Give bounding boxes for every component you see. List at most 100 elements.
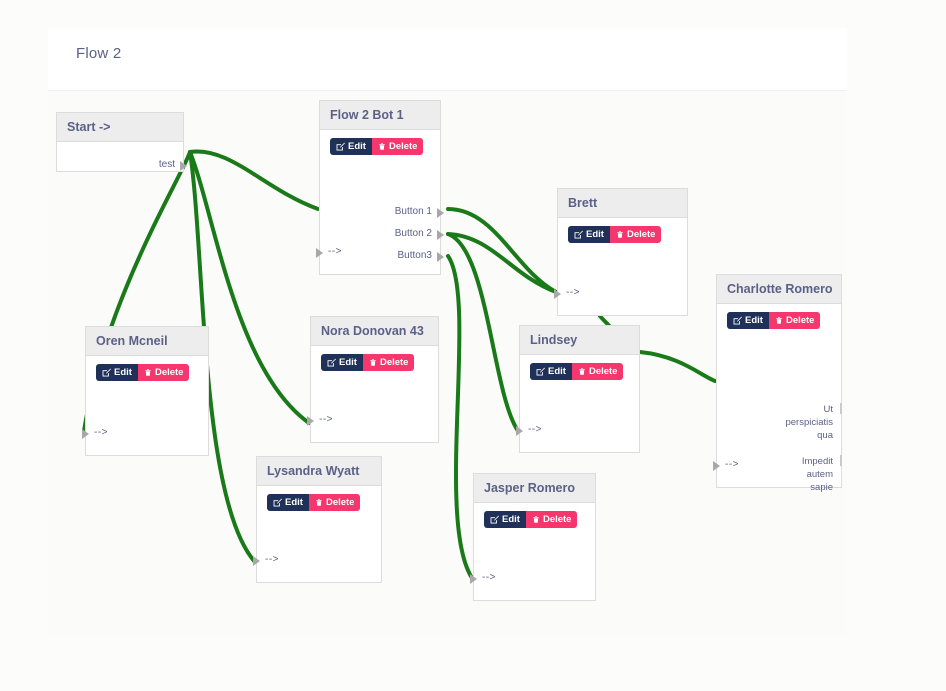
input-port-nora[interactable]: -->	[319, 414, 333, 425]
node-body-jasper: Edit Delete -->	[470, 503, 595, 602]
node-nora[interactable]: Nora Donovan 43 Edit Delete -->	[307, 316, 439, 444]
input-port-marker-lindsey	[516, 426, 523, 436]
trash-icon	[316, 499, 322, 506]
output-port-marker-flow2bot1-2	[437, 230, 444, 240]
input-port-marker-jasper	[470, 574, 477, 584]
delete-button-lysandra[interactable]: Delete	[308, 494, 361, 511]
delete-button-oren[interactable]: Delete	[137, 364, 190, 381]
node-text-line: qua	[817, 430, 833, 441]
input-port-marker-oren	[82, 429, 89, 439]
node-title-start: Start ->	[57, 113, 183, 142]
node-text-line: Ut	[823, 404, 834, 415]
delete-button-flow2bot1[interactable]: Delete	[371, 138, 424, 155]
input-port-marker-lysandra	[253, 556, 260, 566]
node-body-lysandra: Edit Delete -->	[253, 486, 381, 584]
trash-icon	[617, 231, 623, 238]
node-start[interactable]: Start -> test	[56, 112, 187, 173]
edit-label: Edit	[502, 514, 520, 525]
pencil-square-icon	[536, 367, 545, 376]
input-port-oren[interactable]: -->	[94, 427, 108, 438]
edit-button-lindsey[interactable]: Edit	[530, 363, 572, 380]
input-port-marker-flow2bot1	[316, 248, 323, 258]
delete-label: Delete	[588, 366, 618, 377]
delete-label: Delete	[542, 514, 572, 525]
node-title-flow2bot1: Flow 2 Bot 1	[320, 101, 440, 130]
edit-button-charlotte[interactable]: Edit	[727, 312, 769, 329]
node-actions-nora: Edit Delete	[311, 346, 438, 371]
edit-button-lysandra[interactable]: Edit	[267, 494, 309, 511]
delete-button-charlotte[interactable]: Delete	[768, 312, 821, 329]
output-stub-2	[840, 455, 842, 466]
edit-button-jasper[interactable]: Edit	[484, 511, 526, 528]
trash-icon	[533, 516, 539, 523]
node-actions-jasper: Edit Delete	[474, 503, 595, 528]
edit-label: Edit	[348, 141, 366, 152]
delete-label: Delete	[325, 497, 355, 508]
delete-button-brett[interactable]: Delete	[609, 226, 662, 243]
output-port-flow2bot1-2[interactable]: Button 2	[394, 228, 432, 239]
input-port-marker-nora	[307, 416, 314, 426]
edit-label: Edit	[745, 315, 763, 326]
input-port-lindsey[interactable]: -->	[528, 424, 542, 435]
flow-header-bar	[48, 28, 847, 91]
trash-icon	[379, 143, 385, 150]
edit-button-oren[interactable]: Edit	[96, 364, 138, 381]
input-port-lysandra[interactable]: -->	[265, 554, 279, 565]
output-port-start-1[interactable]: test	[158, 159, 175, 170]
output-port-flow2bot1-3[interactable]: Button3	[397, 250, 432, 261]
edit-button-flow2bot1[interactable]: Edit	[330, 138, 372, 155]
delete-button-lindsey[interactable]: Delete	[571, 363, 624, 380]
delete-button-nora[interactable]: Delete	[362, 354, 415, 371]
input-port-charlotte[interactable]: -->	[725, 459, 739, 470]
output-port-marker-start-1	[180, 161, 187, 171]
node-actions-lindsey: Edit Delete	[520, 355, 639, 380]
edit-label: Edit	[339, 357, 357, 368]
trash-icon	[579, 368, 585, 375]
node-actions-brett: Edit Delete	[558, 218, 687, 243]
node-text-line: perspiciatis	[785, 417, 833, 428]
node-body-start: test	[57, 142, 187, 173]
node-title-oren: Oren Mcneil	[86, 327, 208, 356]
edit-label: Edit	[114, 367, 132, 378]
node-actions-charlotte: Edit Delete	[717, 304, 841, 329]
node-body-oren: Edit Delete -->	[82, 356, 208, 457]
pencil-square-icon	[733, 316, 742, 325]
input-port-brett[interactable]: -->	[566, 287, 580, 298]
delete-label: Delete	[785, 315, 815, 326]
edit-label: Edit	[548, 366, 566, 377]
node-text-block-1: Ut perspiciatis qua	[785, 403, 833, 442]
edit-label: Edit	[586, 229, 604, 240]
node-actions-oren: Edit Delete	[86, 356, 208, 381]
node-actions-lysandra: Edit Delete	[257, 486, 381, 511]
edit-button-nora[interactable]: Edit	[321, 354, 363, 371]
delete-label: Delete	[379, 357, 409, 368]
node-body-nora: Edit Delete -->	[307, 346, 438, 444]
delete-button-jasper[interactable]: Delete	[525, 511, 578, 528]
node-title-lindsey: Lindsey	[520, 326, 639, 355]
edit-button-brett[interactable]: Edit	[568, 226, 610, 243]
output-port-flow2bot1-1[interactable]: Button 1	[394, 206, 432, 217]
input-port-marker-charlotte	[713, 461, 720, 471]
node-actions-flow2bot1: Edit Delete	[320, 130, 440, 155]
node-body-lindsey: Edit Delete -->	[516, 355, 639, 454]
node-flow2bot1[interactable]: Flow 2 Bot 1 Edit Delete --> Button 1 Button …	[316, 100, 444, 275]
node-text-line: sapie	[810, 482, 833, 493]
input-port-jasper[interactable]: -->	[482, 572, 496, 583]
edit-label: Edit	[285, 497, 303, 508]
pencil-square-icon	[336, 142, 345, 151]
pencil-square-icon	[102, 368, 111, 377]
delete-label: Delete	[154, 367, 184, 378]
node-text-line: Impedit	[801, 456, 833, 467]
node-title-brett: Brett	[558, 189, 687, 218]
node-title-nora: Nora Donovan 43	[311, 317, 438, 346]
pencil-square-icon	[273, 498, 282, 507]
input-port-flow2bot1[interactable]: -->	[328, 246, 342, 257]
delete-label: Delete	[388, 141, 418, 152]
